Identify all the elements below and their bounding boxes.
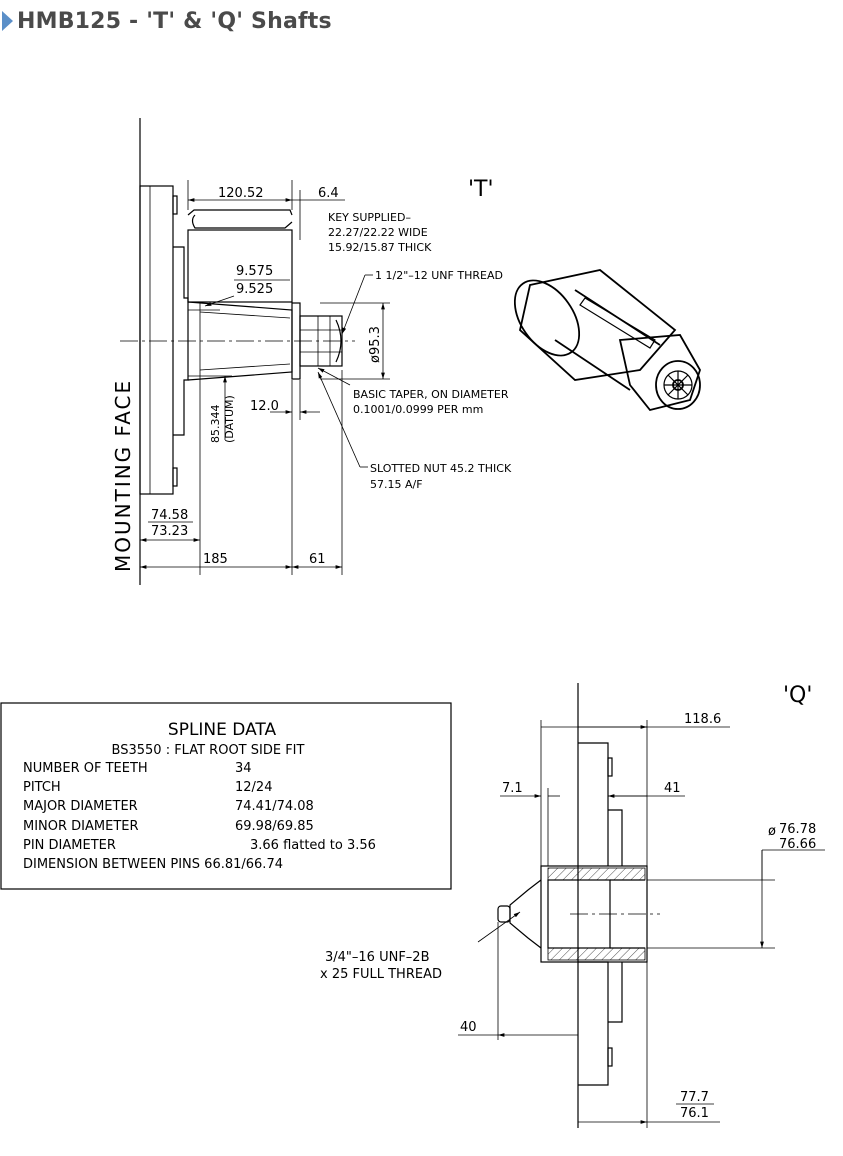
spline-row-label: PITCH [23, 780, 61, 795]
q-dim-bottom-upper: 77.7 [680, 1090, 709, 1105]
key-note-1: KEY SUPPLIED– [328, 211, 411, 224]
dim-flange-lower: 73.23 [151, 524, 188, 539]
q-thread-note-1: 3/4"–16 UNF–2B [325, 950, 429, 965]
spline-row-value: 69.98/69.85 [235, 819, 314, 834]
spline-row-value: 12/24 [235, 780, 272, 795]
key-note-3: 15.92/15.87 THICK [328, 241, 432, 254]
dim-gap: 12.0 [250, 399, 279, 414]
title-arrow-icon [2, 11, 13, 31]
q-thread-note-2: x 25 FULL THREAD [320, 967, 442, 982]
q-dim-bottom-lower: 76.1 [680, 1106, 709, 1121]
nut-note-1: SLOTTED NUT 45.2 THICK [370, 462, 512, 475]
dim-flange-upper: 74.58 [151, 508, 188, 523]
dim-key-offset: 6.4 [318, 186, 339, 201]
q-dim-stub: 40 [460, 1020, 477, 1035]
spline-title: SPLINE DATA [168, 720, 277, 740]
q-label: 'Q' [783, 683, 812, 708]
dim-key-length: 120.52 [218, 186, 264, 201]
datum-label: (DATUM) [223, 395, 236, 443]
taper-note-2: 0.1001/0.0999 PER mm [353, 403, 483, 416]
spline-subtitle: BS3550 : FLAT ROOT SIDE FIT [112, 743, 305, 758]
t-shaft-isometric [513, 269, 701, 412]
dim-gauge-upper: 9.575 [236, 264, 273, 279]
spline-last-row: DIMENSION BETWEEN PINS 66.81/66.74 [23, 857, 283, 872]
dim-nut-diameter: ø95.3 [368, 326, 383, 363]
spline-row-value: 34 [235, 761, 252, 776]
shaft-body [187, 229, 293, 303]
q-dim-overall: 118.6 [684, 712, 721, 727]
spline-row-value: 3.66 flatted to 3.56 [250, 838, 376, 853]
dim-overall: 185 [203, 552, 228, 567]
spline-row-value: 74.41/74.08 [235, 799, 314, 814]
key-note-2: 22.27/22.22 WIDE [328, 226, 428, 239]
dim-gauge-lower: 9.525 [236, 282, 273, 297]
q-dim-right: 41 [664, 781, 681, 796]
spline-data-table: SPLINE DATA BS3550 : FLAT ROOT SIDE FIT … [0, 702, 452, 890]
spline-row-label: NUMBER OF TEETH [23, 761, 148, 776]
flange-body [139, 185, 174, 495]
mounting-face-label: MOUNTING FACE [111, 379, 135, 572]
page-header: HMB125 - 'T' & 'Q' Shafts [0, 4, 332, 38]
t-shaft-view: 120.52 6.4 KEY SUPPLIED– 22.27/22.22 WID… [111, 118, 701, 585]
page-title: HMB125 - 'T' & 'Q' Shafts [17, 8, 332, 34]
q-bore-symbol: ø [768, 824, 776, 839]
q-dim-bore-lower: 76.66 [779, 837, 816, 852]
spline-row-label: MAJOR DIAMETER [23, 799, 138, 814]
spline-row-label: MINOR DIAMETER [23, 819, 139, 834]
thread-note: 1 1/2"–12 UNF THREAD [375, 269, 503, 282]
q-dim-left: 7.1 [502, 781, 523, 796]
spline-row-label: PIN DIAMETER [23, 838, 116, 853]
dim-nut-length: 61 [309, 552, 326, 567]
taper-note-1: BASIC TAPER, ON DIAMETER [353, 388, 509, 401]
nut-note-2: 57.15 A/F [370, 478, 423, 491]
q-dim-bore-upper: 76.78 [779, 822, 816, 837]
dim-datum: 85.344 [209, 405, 222, 444]
t-label: 'T' [468, 177, 494, 202]
q-shaft-view: 'Q' 118.6 7.1 41 [320, 683, 825, 1128]
